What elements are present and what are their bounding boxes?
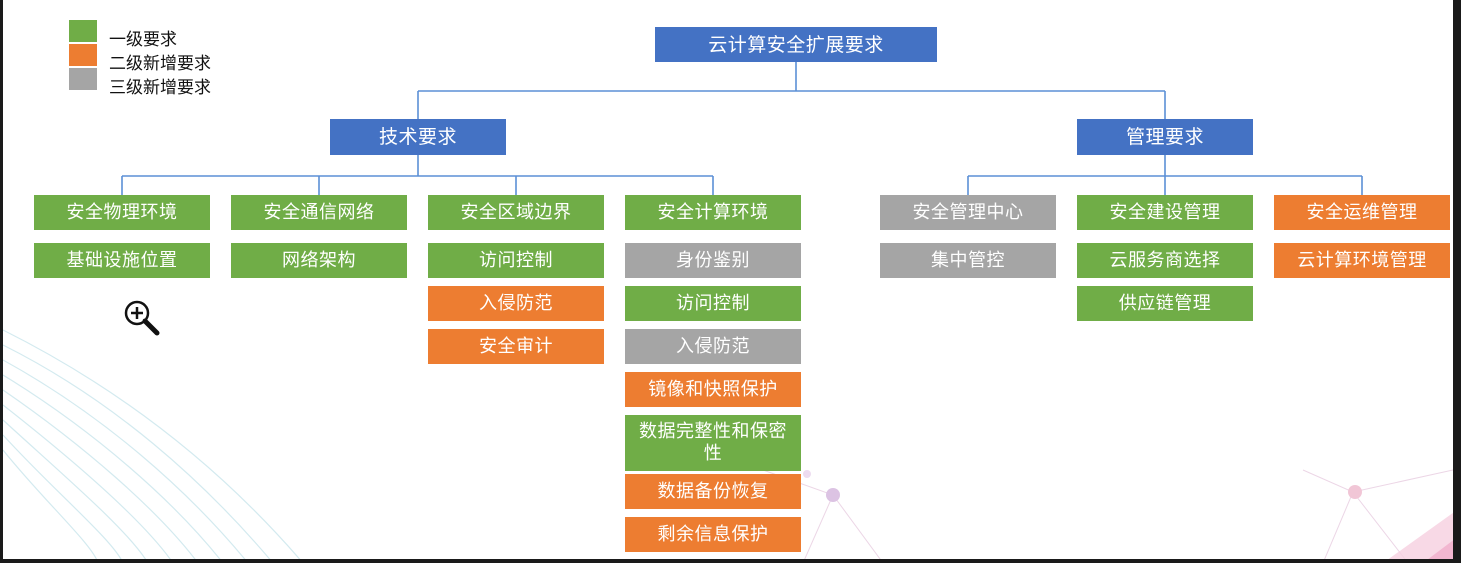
branch-node-1: 管理要求 — [1077, 119, 1253, 155]
category-node-1-1: 安全建设管理 — [1077, 195, 1253, 230]
item-node-0-2-2: 安全审计 — [428, 329, 604, 364]
item-node-0-2-0: 访问控制 — [428, 243, 604, 278]
category-node-1-0: 安全管理中心 — [880, 195, 1056, 230]
item-node-0-3-1: 访问控制 — [625, 286, 801, 321]
legend-swatch-1 — [69, 44, 97, 66]
item-node-0-3-0: 身份鉴别 — [625, 243, 801, 278]
category-node-1-2: 安全运维管理 — [1274, 195, 1450, 230]
category-node-0-0: 安全物理环境 — [34, 195, 210, 230]
item-node-1-1-0: 云服务商选择 — [1077, 243, 1253, 278]
legend-label-2: 三级新增要求 — [109, 78, 211, 98]
zoom-in-cursor-icon — [124, 300, 160, 336]
item-node-0-0-0: 基础设施位置 — [34, 243, 210, 278]
item-node-0-3-2: 入侵防范 — [625, 329, 801, 364]
legend-label-0: 一级要求 — [109, 30, 177, 50]
legend-swatch-0 — [69, 20, 97, 42]
item-node-0-3-6: 剩余信息保护 — [625, 517, 801, 552]
connector-lines — [121, 62, 1363, 195]
item-node-0-3-5: 数据备份恢复 — [625, 474, 801, 509]
legend-label-1: 二级新增要求 — [109, 54, 211, 74]
item-node-1-1-1: 供应链管理 — [1077, 286, 1253, 321]
category-node-0-2: 安全区域边界 — [428, 195, 604, 230]
legend-swatch-2 — [69, 68, 97, 90]
item-node-1-2-0: 云计算环境管理 — [1274, 243, 1450, 278]
background-decoration — [3, 329, 1453, 559]
item-node-0-3-4: 数据完整性和保密性 — [625, 415, 801, 471]
item-node-0-3-3: 镜像和快照保护 — [625, 372, 801, 407]
root-node: 云计算安全扩展要求 — [655, 27, 937, 62]
category-node-0-3: 安全计算环境 — [625, 195, 801, 230]
item-node-1-0-0: 集中管控 — [880, 243, 1056, 278]
branch-node-0: 技术要求 — [330, 119, 506, 155]
item-node-0-2-1: 入侵防范 — [428, 286, 604, 321]
category-node-0-1: 安全通信网络 — [231, 195, 407, 230]
item-node-0-1-0: 网络架构 — [231, 243, 407, 278]
